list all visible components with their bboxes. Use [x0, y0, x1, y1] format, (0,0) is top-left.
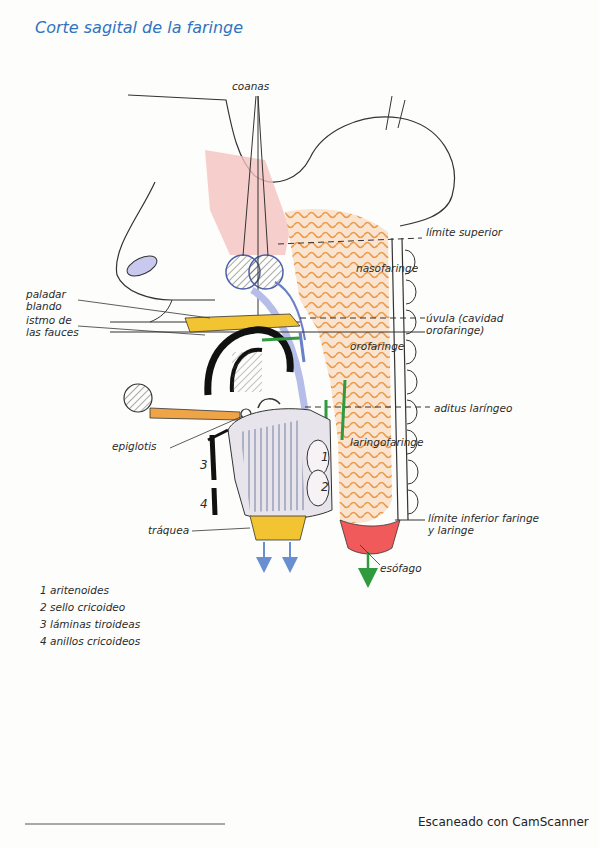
- key-item: 4 anillos cricoideos: [40, 635, 240, 647]
- region-label: laringofaringe: [350, 436, 398, 448]
- part-label: paladar blando: [26, 288, 81, 312]
- callout-number: 3: [200, 458, 212, 472]
- limit-label: límite inferior faringe y laringe: [428, 512, 548, 536]
- part-label: coanas: [232, 80, 292, 92]
- part-label: epiglotis: [112, 440, 172, 452]
- callout-number: 1: [321, 450, 333, 464]
- region-label: orofaringe: [350, 340, 420, 352]
- part-label: esófago: [380, 562, 440, 574]
- part-label: aditus laríngeo: [434, 402, 514, 414]
- callout-number: 2: [321, 480, 333, 494]
- key-item: 1 aritenoides: [40, 584, 240, 596]
- part-label: úvula (cavidad orofaringe): [426, 312, 551, 336]
- watermark: Escaneado con CamScanner: [418, 815, 598, 829]
- title: Corte sagital de la faringe: [35, 18, 243, 37]
- limit-label: límite superior: [426, 226, 526, 238]
- part-label: istmo de las fauces: [26, 314, 81, 338]
- key-item: 3 láminas tiroideas: [40, 618, 240, 630]
- callout-number: 4: [200, 497, 212, 511]
- key-item: 2 sello cricoideo: [40, 601, 240, 613]
- region-label: nasofaringe: [356, 262, 426, 274]
- part-label: tráquea: [148, 524, 198, 536]
